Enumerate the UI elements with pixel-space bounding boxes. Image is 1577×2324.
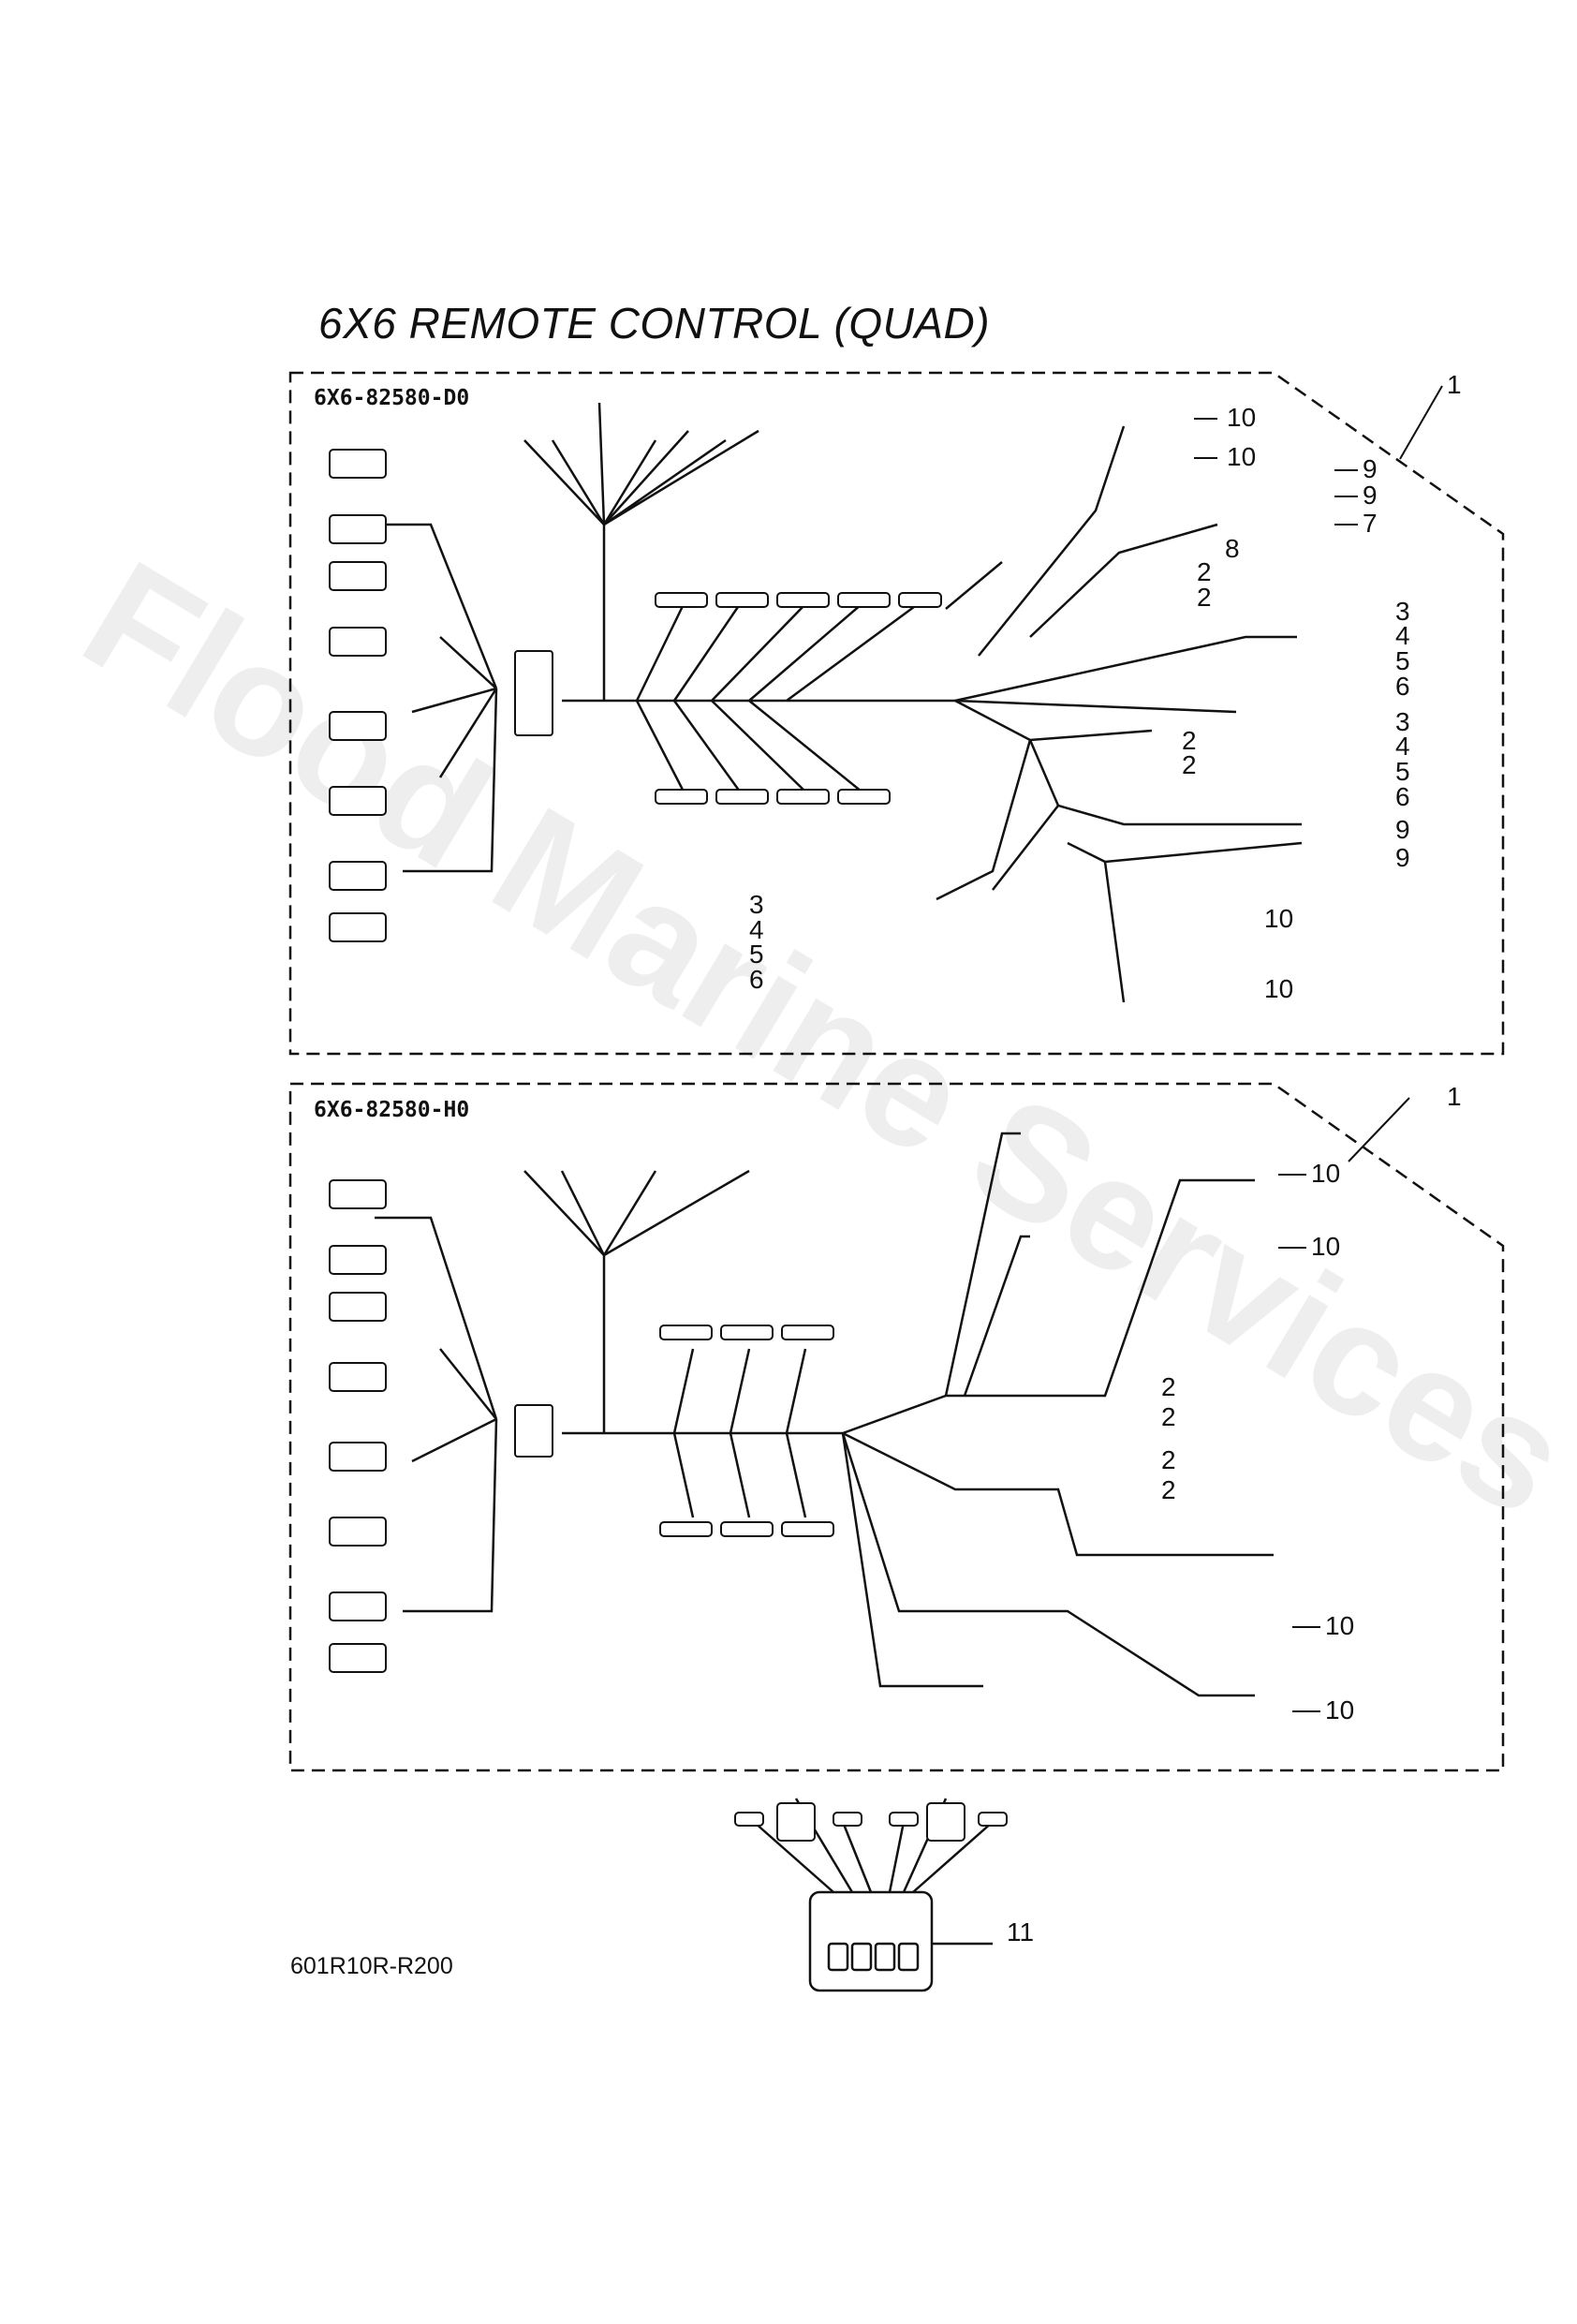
part-number: 4: [749, 915, 764, 944]
part-number: 3: [749, 890, 764, 919]
part-number-labels: 1 10 10 9 9 7 8 2 2 3 4 5 6 3 4 5 6 2 2 …: [749, 370, 1462, 1947]
part-number: 10: [1311, 1232, 1340, 1261]
part-number: 9: [1395, 815, 1410, 844]
part-number: 2: [1161, 1445, 1176, 1474]
part-number: 2: [1197, 583, 1212, 612]
part-number: 5: [1395, 757, 1410, 786]
part-number: 10: [1264, 904, 1293, 933]
part-number: 6: [749, 965, 764, 994]
part-number: 10: [1325, 1611, 1354, 1640]
diagram-title: 6X6 REMOTE CONTROL (QUAD): [318, 299, 991, 348]
part-number: 10: [1325, 1695, 1354, 1724]
part-number: 5: [1395, 646, 1410, 675]
part-number: 2: [1182, 726, 1197, 755]
connectors: [329, 449, 1008, 1842]
part-number: 1: [1447, 370, 1462, 399]
part-number: 2: [1182, 750, 1197, 779]
part-number: 3: [1395, 707, 1410, 736]
part-number: 4: [1395, 732, 1410, 761]
part-number: 10: [1227, 442, 1256, 471]
section-border-bottom: [288, 1082, 1505, 1772]
leader-lines: [1194, 385, 1443, 1712]
reference-code: 601R10R-R200: [290, 1953, 453, 1979]
part-number: 2: [1197, 557, 1212, 586]
part-number: 9: [1363, 481, 1378, 510]
part-number: 2: [1161, 1372, 1176, 1401]
section-border-top: [288, 371, 1505, 1056]
part-number: 2: [1161, 1402, 1176, 1431]
part-number: 3: [1395, 597, 1410, 626]
part-number: 2: [1161, 1475, 1176, 1504]
part-number: 6: [1395, 672, 1410, 701]
part-number: 10: [1311, 1159, 1340, 1188]
part-number: 10: [1227, 403, 1256, 432]
part-number: 9: [1395, 843, 1410, 872]
part-number-panel: 11: [1007, 1917, 1034, 1947]
harness-top: [375, 402, 1303, 1003]
part-number: 6: [1395, 782, 1410, 811]
part-number: 1: [1447, 1082, 1462, 1111]
switch-panel: [753, 1798, 994, 1992]
part-number: 7: [1363, 509, 1378, 538]
harness-bottom: [375, 1132, 1274, 1697]
harness-code-top: 6X6-82580-D0: [314, 386, 470, 410]
part-number: 9: [1363, 454, 1378, 483]
harness-code-bottom: 6X6-82580-H0: [314, 1098, 470, 1122]
part-number: 8: [1225, 534, 1240, 563]
part-number: 5: [749, 940, 764, 969]
part-number: 10: [1264, 974, 1293, 1003]
part-number: 4: [1395, 621, 1410, 650]
